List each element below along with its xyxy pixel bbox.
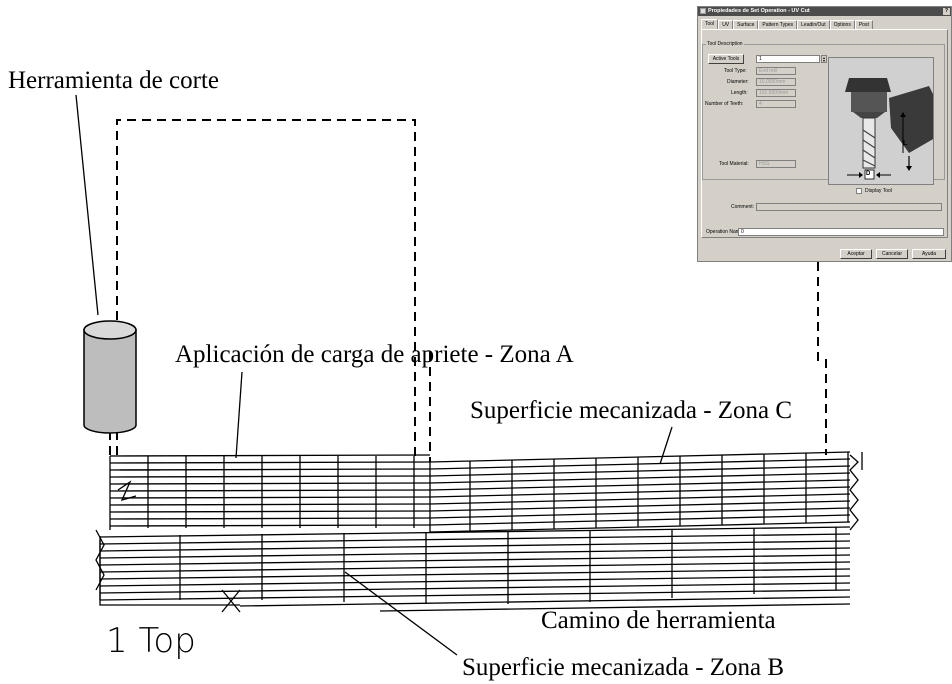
help-icon[interactable]: ? [943, 8, 950, 15]
operation-name-label: Operation Name: [706, 229, 745, 235]
operation-properties-dialog: Propiedades de Set Operation - UV Cut ? … [697, 6, 952, 262]
teeth-label: Number of Teeth: [705, 101, 744, 107]
tool-preview-image [828, 57, 934, 185]
length-label: Length: [731, 90, 748, 96]
tab-pattern-types[interactable]: Pattern Types [758, 20, 798, 29]
tab-surface[interactable]: Surface [733, 20, 759, 29]
tab-post[interactable]: Post [854, 20, 873, 29]
length-field: 101.6000mm [756, 89, 796, 97]
help-button[interactable]: Ayuda [912, 249, 946, 259]
teeth-field: 4 [756, 100, 796, 108]
tool-description-group [702, 44, 945, 180]
display-tool-label: Display Tool [865, 188, 892, 194]
tab-uv[interactable]: UV [718, 20, 734, 29]
comment-label: Comment: [731, 204, 755, 210]
length-dimension-label: L [903, 140, 908, 147]
comment-field[interactable] [756, 203, 942, 211]
view-label: 1 Top [106, 621, 196, 661]
caption-zone-b: Superficie mecanizada - Zona B [462, 654, 785, 681]
dialog-title: Propiedades de Set Operation - UV Cut [708, 8, 810, 14]
diameter-dimension-label: D [866, 171, 871, 177]
tab-panel [701, 29, 948, 238]
active-tools-button[interactable]: Active Tools [708, 54, 744, 64]
tab-tool[interactable]: Tool [701, 19, 719, 29]
tab-leadin-out[interactable]: Leadin/Out [797, 20, 830, 29]
caption-cutting-tool: Herramienta de corte [8, 67, 219, 94]
toolpath-mesh [95, 451, 863, 612]
diameter-label: Diameter: [727, 79, 749, 85]
diameter-field: 10.0000mm [756, 78, 796, 86]
tab-options[interactable]: Options [829, 20, 855, 29]
tool-type-label: Tool Type: [724, 68, 747, 74]
caption-zone-c: Superficie mecanizada - Zona C [470, 397, 793, 424]
active-tools-spinner[interactable]: ▴▾ [821, 55, 827, 63]
cutting-tool-cylinder [83, 320, 137, 434]
window-icon [700, 8, 706, 14]
operation-name-field[interactable]: 0 [738, 228, 944, 236]
tab-strip: Tool UV Surface Pattern Types Leadin/Out… [701, 19, 873, 29]
leader-lines [75, 94, 673, 656]
axis-marker [99, 540, 241, 613]
active-tools-field[interactable]: 1 [756, 55, 820, 63]
tool-type-field: End mill [756, 67, 796, 75]
cancel-button[interactable]: Cancelar [876, 249, 908, 259]
caption-zone-a: Aplicación de carga de apriete - Zona A [175, 341, 574, 368]
caption-toolpath: Camino de herramienta [541, 607, 776, 634]
display-tool-checkbox[interactable] [856, 188, 862, 194]
dialog-titlebar[interactable]: Propiedades de Set Operation - UV Cut ? [698, 7, 951, 16]
tool-description-title: Tool Description [706, 41, 744, 47]
tool-material-field: HSS [756, 160, 796, 168]
ok-button[interactable]: Aceptar [840, 249, 872, 259]
tool-material-label: Tool Material: [719, 161, 749, 167]
